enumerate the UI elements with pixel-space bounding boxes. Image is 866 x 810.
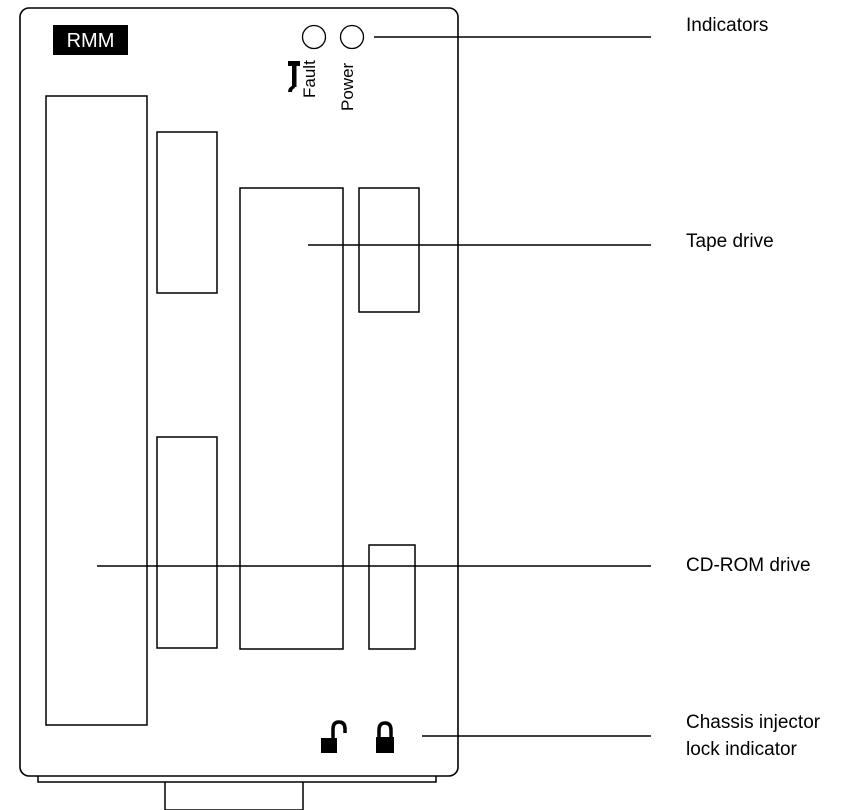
- rmm-badge: RMM: [53, 25, 128, 55]
- lower-small-slot: [156, 436, 218, 649]
- cdrom-drive-slot: [45, 95, 148, 726]
- unlocked-padlock-icon: [321, 720, 347, 753]
- tape-drive-slot: [239, 187, 344, 650]
- power-led-icon: [339, 24, 365, 50]
- right-lower-slot: [368, 544, 416, 650]
- tape-drive-label: Tape drive: [686, 231, 774, 252]
- upper-small-slot: [156, 131, 218, 294]
- lock-indicator-label-line1: Chassis injector: [686, 712, 821, 733]
- fault-label: Fault: [300, 60, 319, 98]
- fault-led: [301, 24, 327, 50]
- cdrom-drive-label: CD-ROM drive: [686, 555, 811, 576]
- wrench-icon: [288, 61, 300, 92]
- power-label: Power: [338, 62, 357, 111]
- locked-padlock-icon: [376, 721, 394, 753]
- lock-indicator-label: Chassis injector lock indicator: [686, 709, 820, 763]
- module-handle: [37, 773, 437, 810]
- rmm-badge-text: RMM: [67, 30, 115, 52]
- indicators-label: Indicators: [686, 15, 769, 36]
- right-upper-slot: [358, 187, 420, 313]
- lock-indicator-label-line2: lock indicator: [686, 739, 797, 760]
